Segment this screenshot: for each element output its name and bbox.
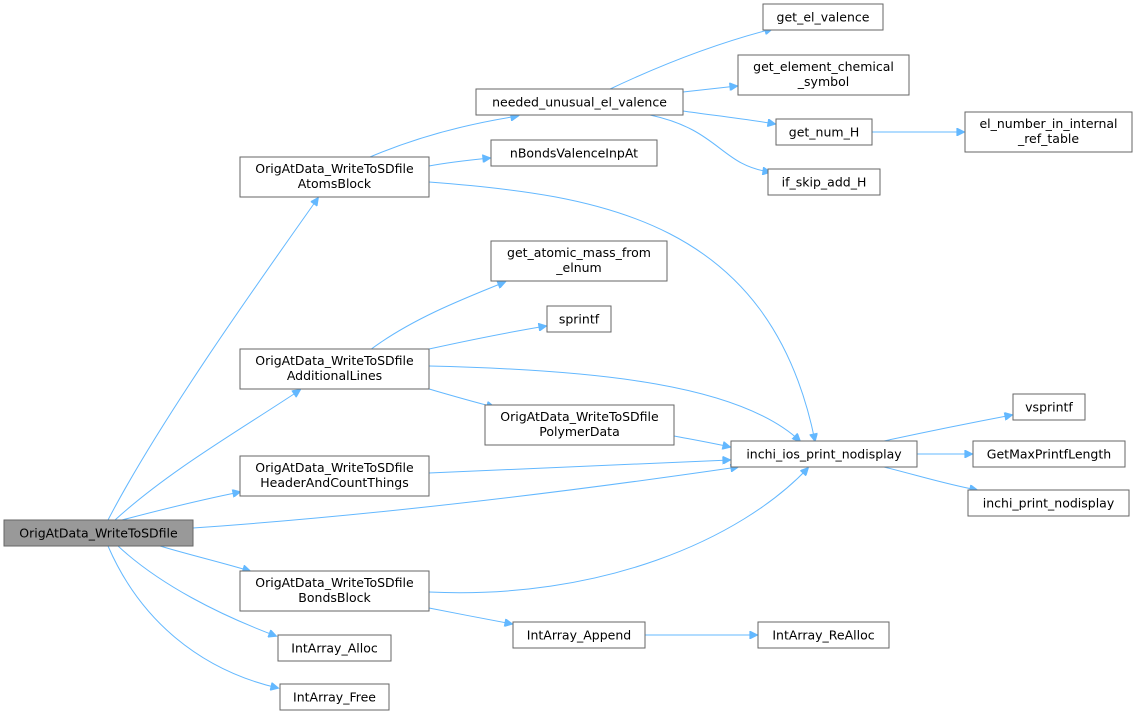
node-label: if_skip_add_H: [782, 175, 867, 190]
node-el-number-in-internal-ref-table[interactable]: el_number_in_internal _ref_table: [964, 111, 1133, 153]
node-bonds-block[interactable]: OrigAtData_WriteToSDfile BondsBlock: [239, 570, 430, 612]
edge-additional-iosprint: [428, 365, 800, 441]
node-label-line-1: OrigAtData_WriteToSDfile: [500, 409, 659, 424]
node-label: get_num_H: [789, 125, 859, 140]
edge-root-atoms: [107, 198, 318, 521]
node-label: nBondsValenceInpAt: [510, 146, 638, 161]
node-label: get_el_valence: [777, 10, 870, 25]
node-label-line-2: AtomsBlock: [298, 176, 372, 191]
edge-needed-valence: [607, 29, 772, 91]
edge-atoms-needed: [369, 116, 518, 158]
edge-needed-skiph: [649, 114, 770, 172]
edge-root-iosprint: [192, 467, 738, 529]
node-label: sprintf: [559, 312, 600, 327]
edge-needed-chemsym: [682, 86, 737, 93]
node-label-line-2: _ref_table: [1017, 131, 1079, 146]
edge-additional-atomicmass: [369, 282, 505, 351]
node-intarray-free[interactable]: IntArray_Free: [279, 683, 390, 711]
node-label: IntArray_Append: [527, 628, 631, 643]
node-inchi-print-nodisplay[interactable]: inchi_print_nodisplay: [967, 489, 1130, 517]
node-label: needed_unusual_el_valence: [492, 95, 667, 110]
edge-iosprint-printnd: [883, 466, 977, 490]
node-label-line-2: HeaderAndCountThings: [260, 475, 408, 490]
edge-root-alloc: [117, 545, 276, 636]
node-label-line-1: OrigAtData_WriteToSDfile: [255, 161, 414, 176]
node-label: inchi_ios_print_nodisplay: [746, 447, 902, 462]
node-label-line-1: OrigAtData_WriteToSDfile: [255, 353, 414, 368]
node-additional-lines[interactable]: OrigAtData_WriteToSDfile AdditionalLines: [239, 348, 430, 390]
node-get-max-printf-length[interactable]: GetMaxPrintfLength: [972, 440, 1126, 468]
node-polymer-data[interactable]: OrigAtData_WriteToSDfile PolymerData: [484, 404, 675, 446]
node-get-num-h[interactable]: get_num_H: [775, 118, 873, 146]
edge-polymer-iosprint: [673, 435, 730, 447]
edge-bonds-append: [428, 607, 512, 624]
node-get-element-chemical-symbol[interactable]: get_element_chemical _symbol: [737, 54, 910, 96]
node-label-line-2: BondsBlock: [298, 590, 371, 605]
node-label-line-1: get_atomic_mass_from: [507, 245, 651, 260]
node-intarray-append[interactable]: IntArray_Append: [512, 621, 646, 649]
node-label-line-2: _elnum: [555, 260, 601, 275]
node-if-skip-add-h[interactable]: if_skip_add_H: [767, 168, 881, 196]
node-label-line-2: AdditionalLines: [287, 368, 382, 383]
node-inchi-ios-print-nodisplay[interactable]: inchi_ios_print_nodisplay: [730, 440, 918, 468]
node-label-line-1: OrigAtData_WriteToSDfile: [255, 575, 414, 590]
node-atoms-block[interactable]: OrigAtData_WriteToSDfile AtomsBlock: [239, 156, 430, 198]
node-vsprintf[interactable]: vsprintf: [1012, 393, 1086, 421]
node-needed-unusual-el-valence[interactable]: needed_unusual_el_valence: [475, 88, 684, 116]
edge-header-iosprint: [428, 460, 730, 474]
node-label-line-1: el_number_in_internal: [979, 116, 1117, 131]
node-label: IntArray_Alloc: [291, 641, 378, 656]
node-sprintf[interactable]: sprintf: [546, 305, 612, 333]
node-label: OrigAtData_WriteToSDfile: [19, 526, 178, 541]
node-nbonds-valence-inpat[interactable]: nBondsValenceInpAt: [490, 139, 658, 167]
node-label: IntArray_ReAlloc: [772, 628, 874, 643]
edge-atoms-iosprint: [428, 181, 815, 441]
edge-root-free: [107, 545, 278, 688]
node-label: vsprintf: [1025, 400, 1073, 415]
edge-iosprint-vsprintf: [883, 415, 1012, 442]
edge-atoms-nbonds: [428, 158, 490, 167]
edge-root-additional: [114, 390, 300, 521]
node-label: inchi_print_nodisplay: [983, 496, 1115, 511]
node-origatdata-writetosdfile[interactable]: OrigAtData_WriteToSDfile: [3, 519, 194, 547]
node-label: IntArray_Free: [293, 690, 376, 705]
edge-bonds-iosprint: [428, 468, 808, 594]
edge-root-header: [121, 492, 240, 521]
edge-additional-polymer: [428, 388, 494, 407]
node-label-line-1: get_element_chemical: [753, 59, 894, 74]
edge-needed-numh: [682, 110, 775, 124]
nodes: OrigAtData_WriteToSDfile OrigAtData_Writ…: [3, 3, 1133, 711]
node-label-line-2: PolymerData: [539, 424, 619, 439]
node-label-line-1: OrigAtData_WriteToSDfile: [255, 460, 414, 475]
edge-root-bonds: [159, 545, 250, 571]
edge-additional-sprintf: [428, 326, 546, 350]
node-header-and-count-things[interactable]: OrigAtData_WriteToSDfile HeaderAndCountT…: [239, 455, 430, 497]
node-intarray-alloc[interactable]: IntArray_Alloc: [277, 634, 392, 662]
node-intarray-realloc[interactable]: IntArray_ReAlloc: [757, 621, 890, 649]
node-get-el-valence[interactable]: get_el_valence: [762, 3, 884, 31]
node-label: GetMaxPrintfLength: [987, 447, 1111, 462]
node-label-line-2: _symbol: [797, 74, 849, 89]
node-get-atomic-mass-from-elnum[interactable]: get_atomic_mass_from _elnum: [490, 240, 668, 282]
